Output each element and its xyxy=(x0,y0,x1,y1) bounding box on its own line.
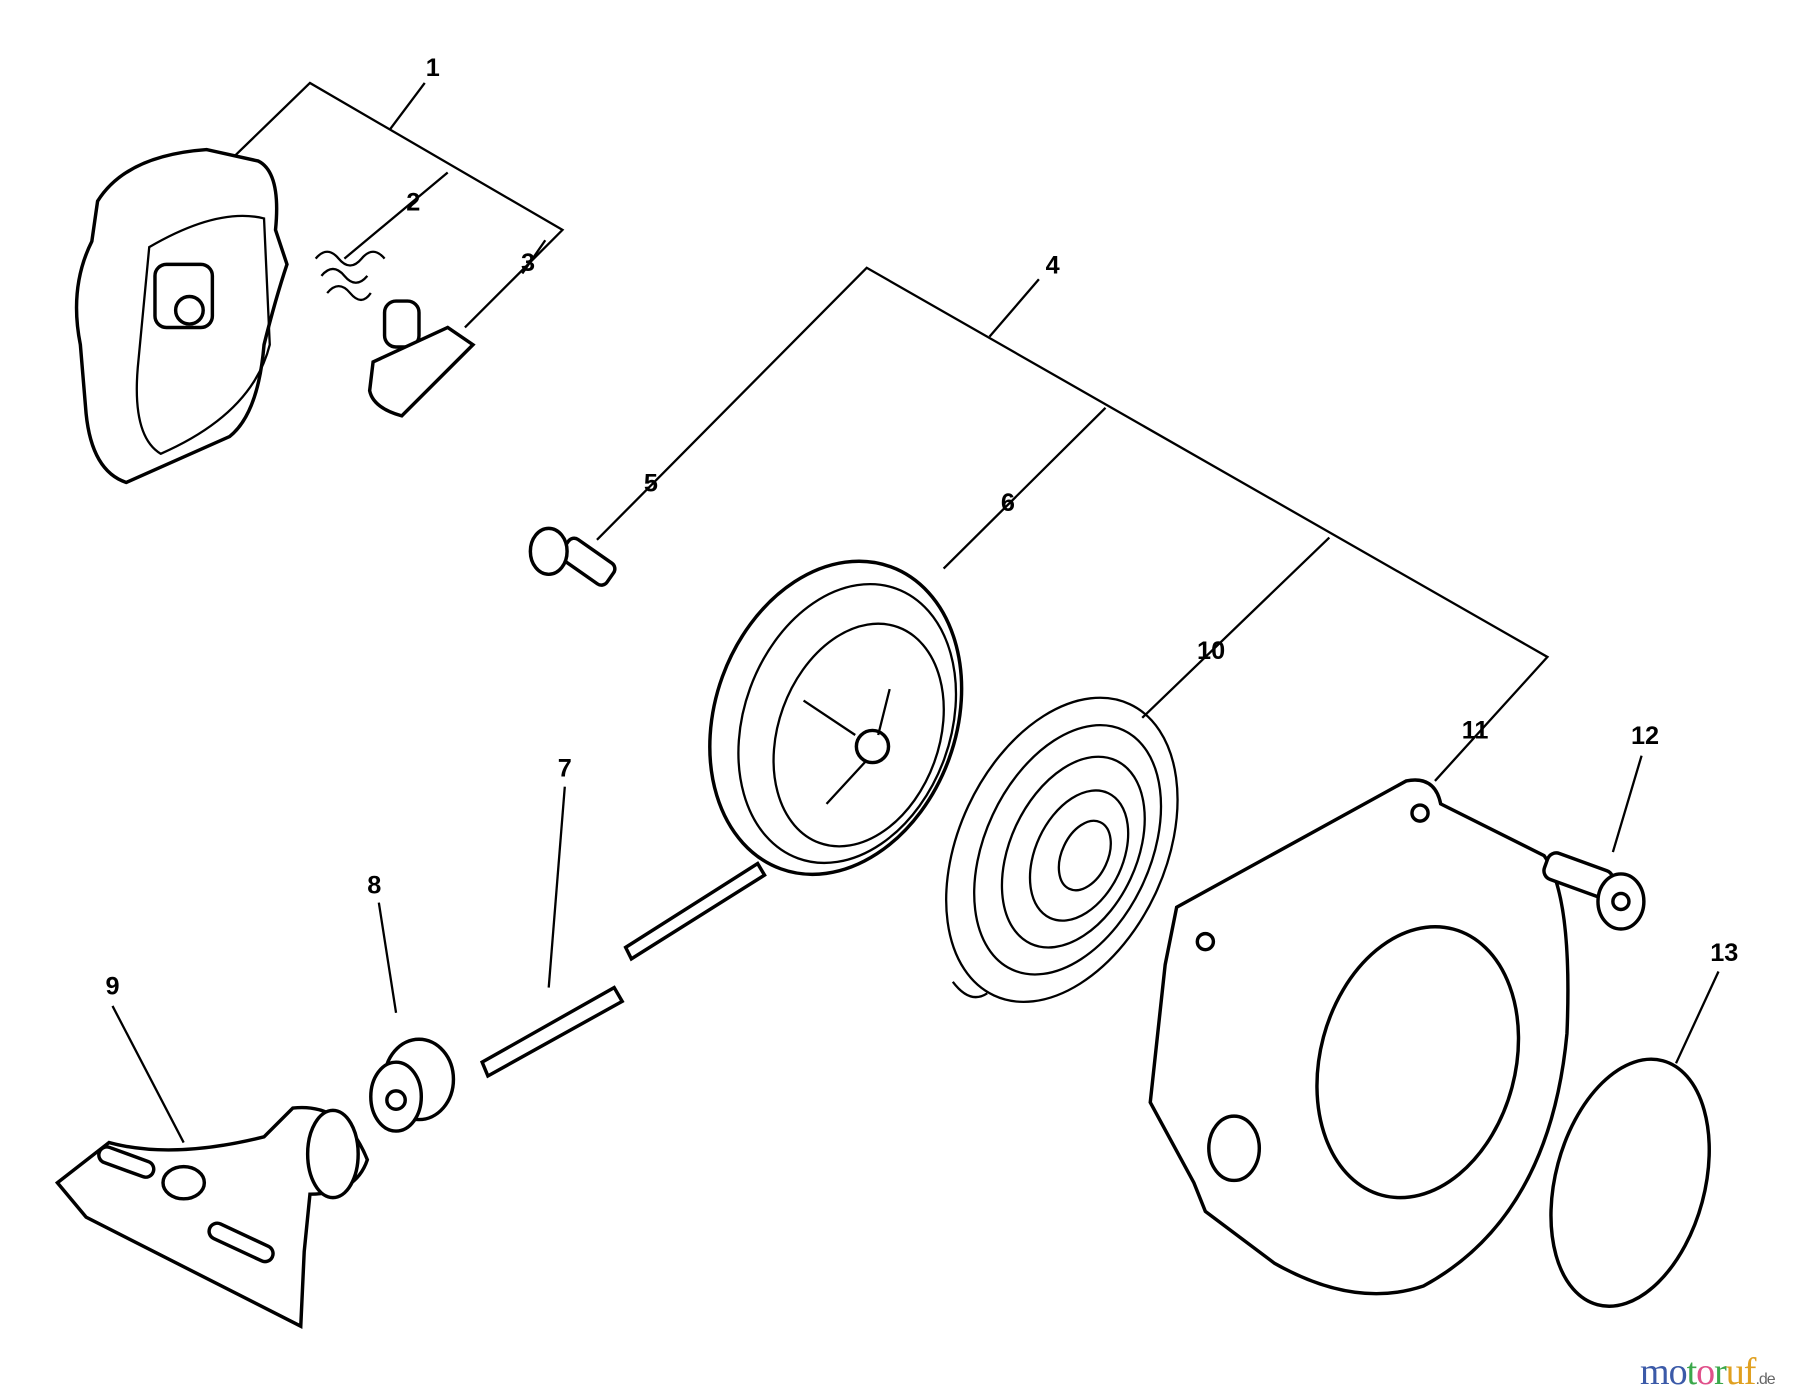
logo-letter: o xyxy=(1696,1351,1715,1393)
logo-suffix: .de xyxy=(1755,1371,1775,1388)
logo-letter: u xyxy=(1725,1351,1745,1393)
logo-letter: m xyxy=(1640,1351,1670,1393)
logo-letter: r xyxy=(1714,1351,1727,1393)
motoruf-logo: motoruf.de xyxy=(1640,1350,1776,1394)
leader-lines xyxy=(111,81,1720,1144)
callout-5: 5 xyxy=(644,470,658,498)
callout-8: 8 xyxy=(367,871,381,899)
callout-12: 12 xyxy=(1631,722,1659,750)
callout-3: 3 xyxy=(521,249,535,277)
callout-7: 7 xyxy=(558,754,572,782)
callout-9: 9 xyxy=(105,972,119,1000)
logo-letter: t xyxy=(1686,1351,1698,1393)
callout-4: 4 xyxy=(1046,252,1060,280)
part-5-screw xyxy=(528,526,617,587)
part-6-reel xyxy=(708,559,964,877)
part-1-cover xyxy=(74,147,289,485)
part-11-starter-case xyxy=(1148,778,1570,1296)
part-12-bolt xyxy=(1542,851,1646,931)
part-2-spring xyxy=(314,250,386,302)
logo-letter: f xyxy=(1743,1351,1757,1393)
part-7-rope xyxy=(479,861,767,1079)
logo-letter: o xyxy=(1668,1351,1688,1393)
part-13-o-ring xyxy=(1549,1057,1711,1308)
part-9-handle xyxy=(54,1105,370,1329)
callout-1: 1 xyxy=(426,54,440,82)
part-8-grommet xyxy=(369,1037,456,1133)
callout-13: 13 xyxy=(1710,939,1738,967)
callout-6: 6 xyxy=(1001,489,1015,517)
callout-11: 11 xyxy=(1462,716,1489,744)
callout-labels: 1 2 3 4 5 6 7 8 9 10 11 12 13 xyxy=(105,54,1738,1000)
part-10-recoil-spring xyxy=(945,696,1179,1004)
callout-2: 2 xyxy=(406,188,420,216)
part-3-pawl xyxy=(367,299,476,418)
callout-10: 10 xyxy=(1197,637,1225,665)
